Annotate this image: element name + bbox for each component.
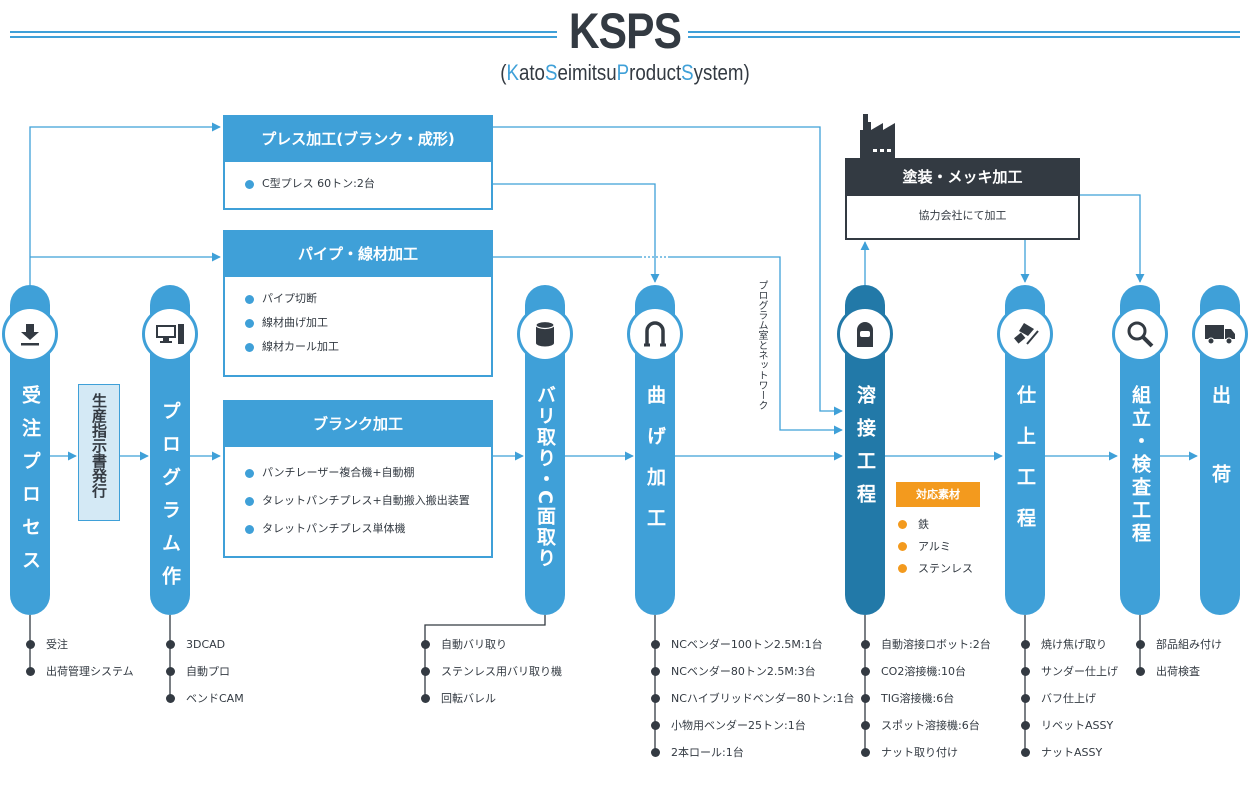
blank-box-title: ブランク加工 [225,402,491,447]
cylinder-icon [517,306,573,362]
list-item: ナットASSY [1025,746,1118,773]
list-item: 自動プロ [170,665,244,692]
stage-assembly-inspection: 組立・検査工程 [1112,285,1168,615]
stage-program: プログラム作成 [119,285,198,615]
stage-label: バリ取り・C面取り [534,385,556,569]
outsource-body: 協力会社にて加工 [918,209,1007,222]
list-item: 出荷検査 [1140,665,1222,692]
materials-list: 鉄 アルミ ステンレス [902,518,973,584]
stage-label: 仕上工程 [1014,385,1036,549]
pipe-wire-box: パイプ・線材加工 パイプ切断線材曲げ加工線材カール加工 [223,230,493,377]
list-item: ナット取り付け [865,746,991,773]
stage-6-list: 部品組み付け 出荷検査 [1140,638,1222,692]
press-box-title: プレス加工(ブランク・成形) [225,117,491,162]
stage-label: 組立・検査工程 [1129,385,1151,546]
list-item: ベンドCAM [170,692,244,719]
list-item: 自動溶接ロボット:2台 [865,638,991,665]
stage-label: 出荷 [1209,385,1231,543]
stage-deburr: バリ取り・C面取り [517,285,573,615]
stage-label: 曲げ加工 [644,385,666,549]
list-item: リベットASSY [1025,719,1118,746]
stage-label: 溶接工程 [854,385,876,517]
instruction-step-label: 生産指示書発行 [90,393,108,498]
computer-icon [142,306,198,362]
list-item: 2本ロール:1台 [655,746,854,773]
list-item: スポット溶接機:6台 [865,719,991,746]
factory-icon [860,114,895,158]
stage-bending: 曲げ加工 [627,285,683,615]
list-item: アルミ [902,540,973,562]
list-item: タレットパンチプレス+自動搬入搬出装置 [245,487,491,515]
stage-0-list: 受注 出荷管理システム [30,638,134,692]
list-item: 焼け焦げ取り [1025,638,1118,665]
page-title: KSPS [568,3,682,59]
truck-icon [1192,306,1248,362]
stage-welding: 溶接工程 [837,285,893,615]
list-item: 受注 [30,638,134,665]
instruction-step: 生産指示書発行 [78,384,120,521]
list-item: 部品組み付け [1140,638,1222,665]
list-item: タレットパンチプレス単体機 [245,515,491,543]
list-item: ステンレス用バリ取り機 [425,665,562,692]
outsource-title: 塗装・メッキ加工 [847,160,1078,196]
list-item: NCハイブリッドベンダー80トン:1台 [655,692,854,719]
list-item: NCベンダー80トン2.5M:3台 [655,665,854,692]
list-item: NCベンダー100トン2.5M:1台 [655,638,854,665]
stage-order-process: 受注プロセス [2,285,58,615]
download-icon [2,306,58,362]
list-item: 線材カール加工 [245,335,491,359]
list-item: 鉄 [902,518,973,540]
list-item: ステンレス [902,562,973,584]
stage-label: 受注プロセス [19,385,41,583]
materials-title: 対応素材 [896,482,980,507]
outsource-box: 塗装・メッキ加工 協力会社にて加工 [845,158,1080,240]
stage-finishing: 仕上工程 [997,285,1053,615]
press-box: プレス加工(ブランク・成形) C型プレス 60トン:2台 [223,115,493,210]
list-item: サンダー仕上げ [1025,665,1118,692]
welding-mask-icon [837,306,893,362]
stage-label: プログラム作成 [119,401,181,599]
list-item: 3DCAD [170,638,244,665]
list-item: TIG溶接機:6台 [865,692,991,719]
list-item: パンチレーザー複合機+自動棚 [245,459,491,487]
stage-4-list: 自動溶接ロボット:2台 CO2溶接機:10台 TIG溶接機:6台 スポット溶接機… [865,638,991,773]
stage-shipping: 出荷 [1192,285,1248,615]
network-label: プログラム室とネットワーク [756,280,767,410]
list-item: 小物用ベンダー25トン:1台 [655,719,854,746]
stage-2-list: 自動バリ取り ステンレス用バリ取り機 回転バレル [425,638,562,719]
list-item: 自動バリ取り [425,638,562,665]
list-item: 線材曲げ加工 [245,311,491,335]
list-item: 回転バレル [425,692,562,719]
list-item: CO2溶接機:10台 [865,665,991,692]
list-item: C型プレス 60トン:2台 [245,172,491,196]
pipe-wire-box-title: パイプ・線材加工 [225,232,491,277]
grinder-icon [997,306,1053,362]
list-item: 出荷管理システム [30,665,134,692]
list-item: パイプ切断 [245,287,491,311]
stage-1-list: 3DCAD 自動プロ ベンドCAM [170,638,244,719]
stage-5-list: 焼け焦げ取り サンダー仕上げ バフ仕上げ リベットASSY ナットASSY [1025,638,1118,773]
magnifier-icon [1112,306,1168,362]
blank-box: ブランク加工 パンチレーザー複合機+自動棚タレットパンチプレス+自動搬入搬出装置… [223,400,493,558]
page-subtitle: (KatoSeimitsuProductSystem) [500,60,750,85]
list-item: バフ仕上げ [1025,692,1118,719]
bend-icon [627,306,683,362]
stage-3-list: NCベンダー100トン2.5M:1台 NCベンダー80トン2.5M:3台 NCハ… [655,638,854,773]
